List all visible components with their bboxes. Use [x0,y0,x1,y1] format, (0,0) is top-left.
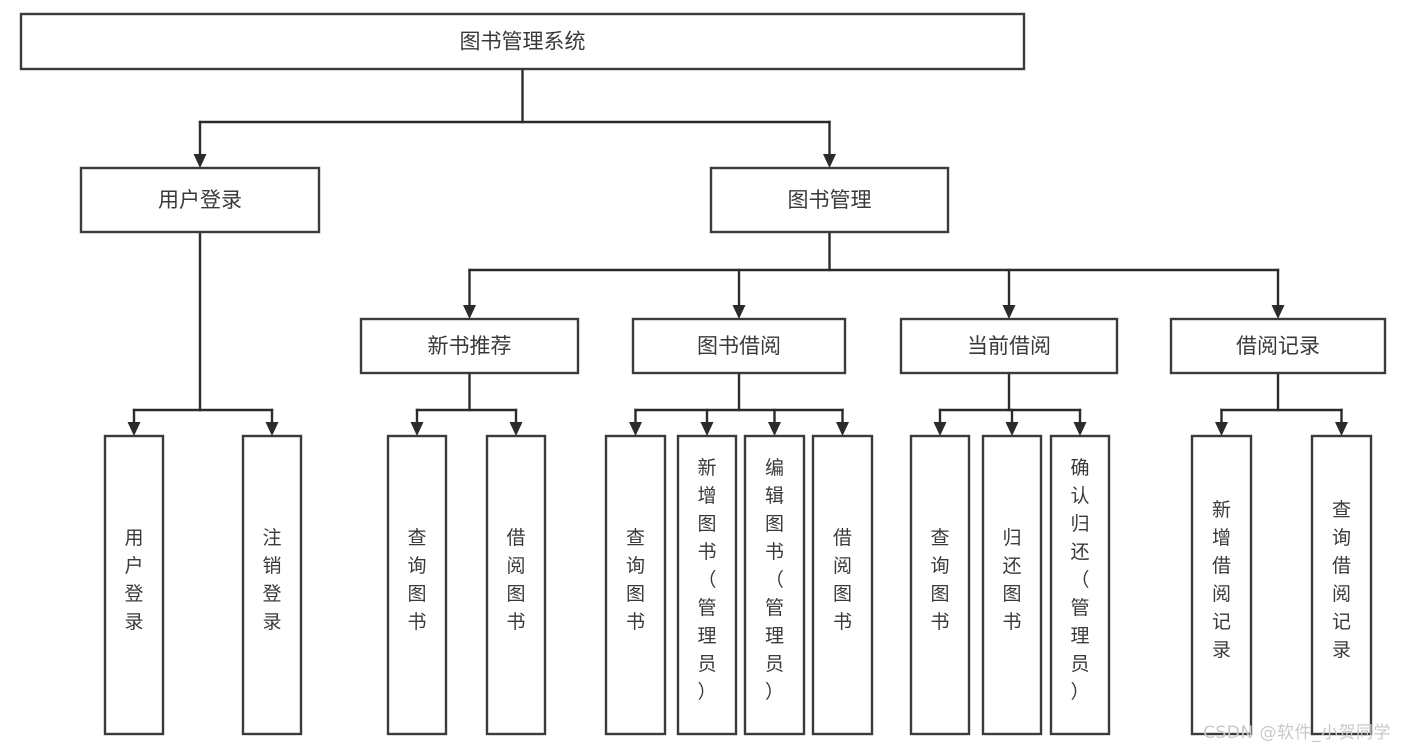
node-label: 图书管理 [788,188,872,212]
node-label: 新书推荐 [428,334,512,358]
arrow-head-icon [933,422,947,436]
node-level1-1[interactable]: 图书管理 [709,166,950,234]
node-leaf-4[interactable]: 查询图书 [604,434,667,736]
node-box[interactable] [631,317,847,375]
arrow-head-icon [732,305,746,319]
node-leaf-12[interactable]: 查询借阅记录 [1310,434,1373,736]
arrow-head-icon [1215,422,1228,436]
node-box[interactable] [1310,434,1373,736]
arrow-head-icon [1335,422,1348,436]
node-label: 当前借阅 [967,334,1051,358]
node-leaf-5[interactable]: 新增图书（管理员） [676,434,738,736]
node-box[interactable] [19,12,1026,71]
node-leaf-7[interactable]: 借阅图书 [811,434,874,736]
connector-layer [127,67,1348,436]
node-box[interactable] [1190,434,1253,736]
node-label: 图书管理系统 [460,30,586,54]
node-label: 归还图书 [1002,527,1021,633]
node-layer: 图书管理系统用户登录图书管理新书推荐图书借阅当前借阅借阅记录用户登录注销登录查询… [19,12,1387,736]
node-box[interactable] [743,434,806,736]
arrow-head-icon [193,154,207,168]
arrow-head-icon [700,422,714,436]
node-label: 注销登录 [262,527,281,633]
node-box[interactable] [899,317,1119,375]
node-box[interactable] [909,434,971,736]
node-level1-0[interactable]: 用户登录 [79,166,321,234]
node-box[interactable] [79,166,321,234]
node-label: 图书借阅 [697,334,781,358]
node-box[interactable] [1169,317,1387,375]
arrow-head-icon [823,154,836,168]
node-label: 用户登录 [158,188,242,212]
node-level2-1[interactable]: 图书借阅 [631,317,847,375]
node-box[interactable] [359,317,580,375]
node-leaf-9[interactable]: 归还图书 [981,434,1043,736]
node-leaf-1[interactable]: 注销登录 [241,434,303,736]
arrow-head-icon [410,422,424,436]
node-box[interactable] [386,434,448,736]
node-label: 新增图书（管理员） [697,457,716,703]
node-leaf-0[interactable]: 用户登录 [103,434,165,736]
node-box[interactable] [241,434,303,736]
arrow-head-icon [1073,422,1087,436]
node-leaf-10[interactable]: 确认归还（管理员） [1049,434,1111,736]
node-label: 借阅图书 [833,527,852,633]
arrow-head-icon [629,422,642,436]
node-label: 查询借阅记录 [1332,499,1351,661]
node-level2-0[interactable]: 新书推荐 [359,317,580,375]
node-label: 确认归还（管理员） [1070,457,1089,703]
node-label: 查询图书 [407,527,426,633]
node-leaf-8[interactable]: 查询图书 [909,434,971,736]
node-label: 新增借阅记录 [1212,499,1231,661]
node-label: 查询图书 [626,527,645,633]
node-label: 用户登录 [124,527,143,633]
node-label: 借阅图书 [506,527,525,633]
node-level2-2[interactable]: 当前借阅 [899,317,1119,375]
node-root-图书管理系统[interactable]: 图书管理系统 [19,12,1026,71]
node-box[interactable] [485,434,547,736]
arrow-head-icon [768,422,781,436]
node-box[interactable] [604,434,667,736]
arrow-head-icon [1005,422,1019,436]
node-box[interactable] [1049,434,1111,736]
node-box[interactable] [811,434,874,736]
node-box[interactable] [981,434,1043,736]
node-box[interactable] [709,166,950,234]
arrow-head-icon [1271,305,1285,319]
node-box[interactable] [676,434,738,736]
node-leaf-2[interactable]: 查询图书 [386,434,448,736]
node-label: 编辑图书（管理员） [765,457,784,703]
node-leaf-6[interactable]: 编辑图书（管理员） [743,434,806,736]
arrow-head-icon [1002,305,1016,319]
arrow-head-icon [509,422,523,436]
node-box[interactable] [103,434,165,736]
node-leaf-3[interactable]: 借阅图书 [485,434,547,736]
arrow-head-icon [127,422,141,436]
arrow-head-icon [463,305,476,319]
node-leaf-11[interactable]: 新增借阅记录 [1190,434,1253,736]
node-label: 借阅记录 [1236,334,1320,358]
arrow-head-icon [836,422,849,436]
arrow-head-icon [265,422,279,436]
node-level2-3[interactable]: 借阅记录 [1169,317,1387,375]
node-label: 查询图书 [930,527,949,633]
